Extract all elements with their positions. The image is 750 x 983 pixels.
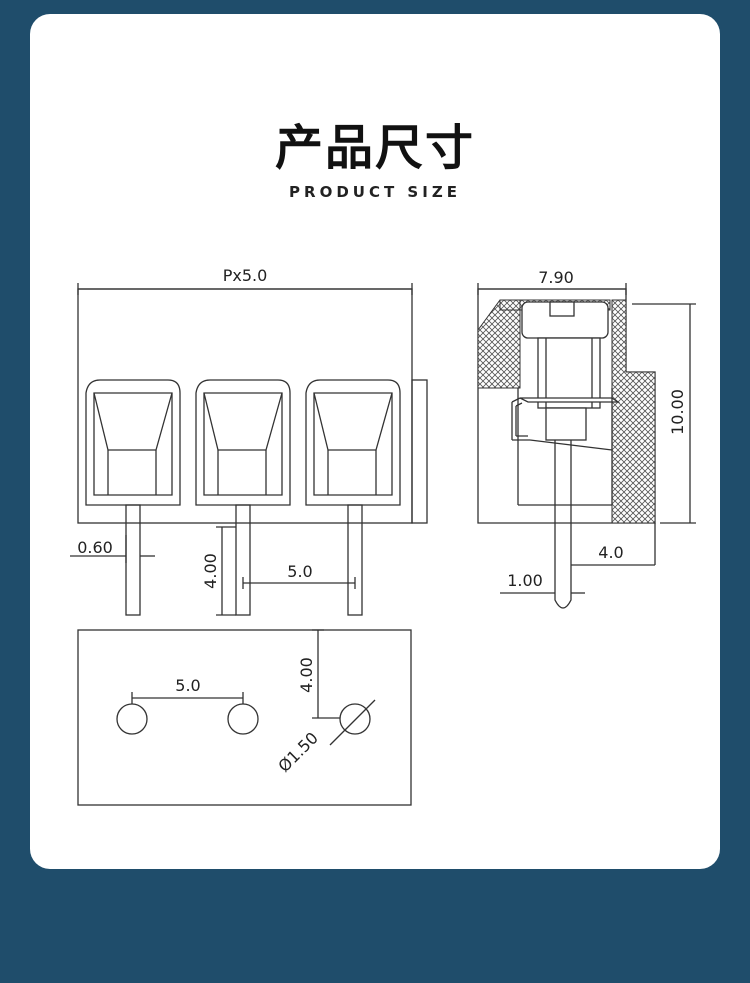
label-pin-length: 4.00 <box>201 553 220 589</box>
housing-step <box>411 379 428 524</box>
label-side-offset: 4.0 <box>598 543 623 562</box>
label-side-height: 10.00 <box>668 389 687 435</box>
pin-2 <box>235 504 251 616</box>
label-row-offset: 4.00 <box>297 657 316 693</box>
label-side-width: 7.90 <box>538 268 574 287</box>
front-view <box>70 283 428 616</box>
label-pitch-total: Px5.0 <box>223 266 268 285</box>
hatched-section <box>477 299 656 524</box>
label-pin-dia: 1.00 <box>507 571 543 590</box>
pin-1 <box>125 504 141 616</box>
hole-1 <box>116 703 148 735</box>
terminal-1 <box>85 379 181 506</box>
hole-2 <box>227 703 259 735</box>
pcb-footprint-outline <box>77 629 412 806</box>
label-pin-pitch: 5.0 <box>287 562 312 581</box>
terminal-3 <box>305 379 401 506</box>
page-subtitle: PRODUCT SIZE <box>289 183 461 201</box>
side-pin <box>554 440 572 609</box>
label-hole-pitch: 5.0 <box>175 676 200 695</box>
hole-3 <box>339 703 371 735</box>
side-view <box>477 283 696 609</box>
pin-3 <box>347 504 363 616</box>
label-hole-dia: Ø1.50 <box>274 728 322 776</box>
terminal-2 <box>195 379 291 506</box>
bottom-view <box>77 629 412 806</box>
page-title: 产品尺寸 <box>274 120 475 176</box>
label-pin-width: 0.60 <box>77 538 113 557</box>
dim-line-hole-dia <box>329 699 376 746</box>
housing-front <box>77 288 413 524</box>
